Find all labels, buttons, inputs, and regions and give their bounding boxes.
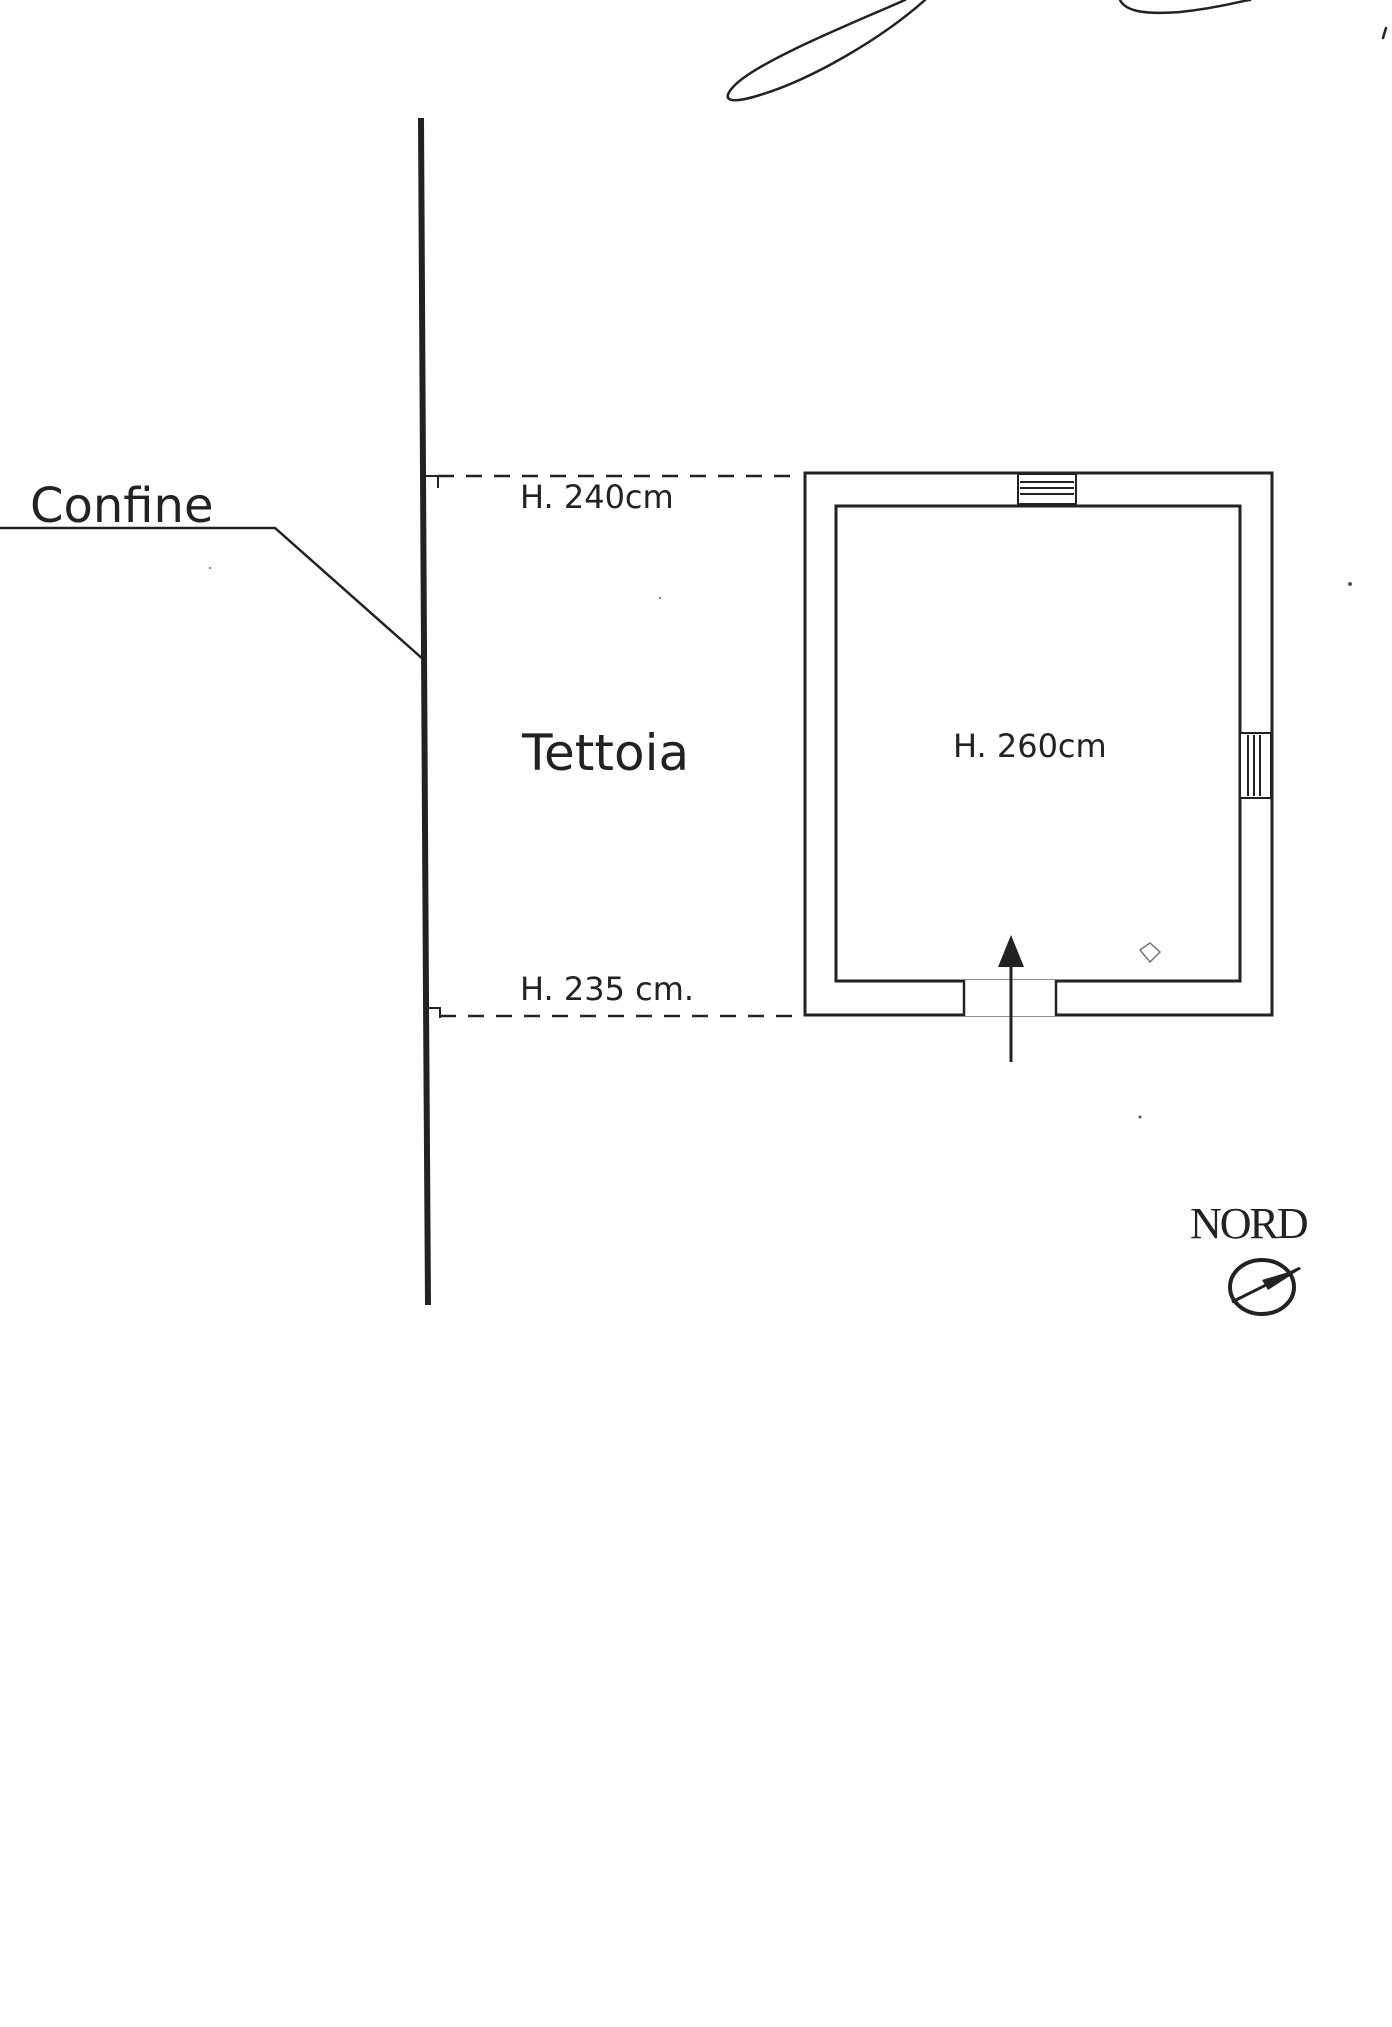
canopy-height-bottom: H. 235 cm. xyxy=(520,970,694,1008)
scan-specks xyxy=(209,567,1352,1119)
canopy-height-top: H. 240cm xyxy=(520,478,674,516)
window-right xyxy=(1239,732,1272,799)
fixture-mark-icon xyxy=(1138,942,1162,964)
canopy-outline xyxy=(438,474,800,1018)
canopy-label: Tettoia xyxy=(521,724,689,782)
north-compass-icon xyxy=(1228,1258,1302,1316)
window-top xyxy=(1017,473,1077,505)
boundary-label: Confine xyxy=(30,478,214,534)
boundary-line xyxy=(0,117,441,1306)
north-label: NORD xyxy=(1190,1199,1308,1248)
signature-scribble xyxy=(726,0,1388,102)
entrance-arrow-icon xyxy=(998,935,1024,1062)
room-height: H. 260cm xyxy=(953,727,1107,765)
